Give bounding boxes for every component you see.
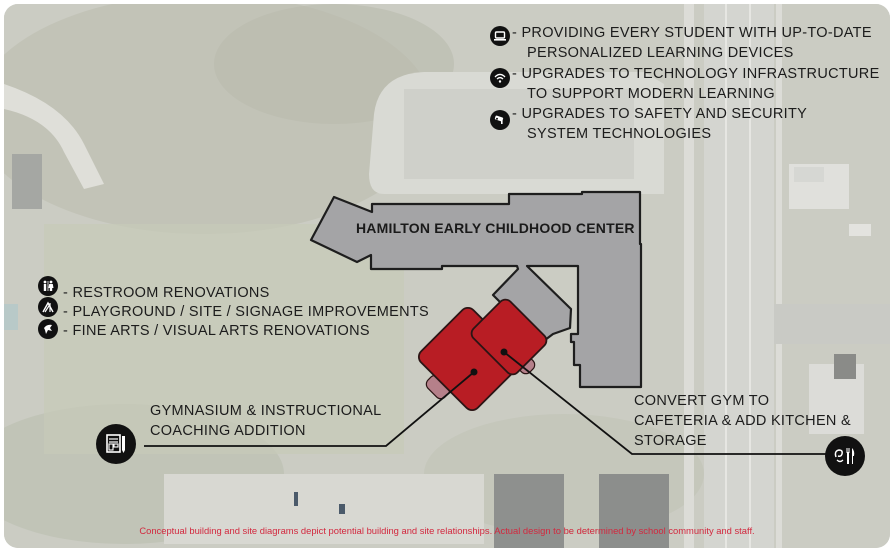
gym-callout-line-1: GYMNASIUM & INSTRUCTIONAL xyxy=(150,403,382,419)
site-item-label: - PLAYGROUND / SITE / SIGNAGE IMPROVEMEN… xyxy=(63,304,430,320)
site-item-label: - FINE ARTS / VISUAL ARTS RENOVATIONS xyxy=(63,323,370,339)
cafeteria-addition xyxy=(470,298,548,376)
tech-item-line-1: - UPGRADES TO SAFETY AND SECURITY xyxy=(512,106,808,122)
site-item-label: - RESTROOM RENOVATIONS xyxy=(63,285,270,301)
kitchen-utensils-icon xyxy=(825,436,865,476)
cafeteria-callout-line-3: STORAGE xyxy=(634,433,707,449)
building-diagram xyxy=(144,190,830,455)
playground-icon xyxy=(38,297,58,317)
cafeteria-callout-line-2: CAFETERIA & ADD KITCHEN & xyxy=(634,413,851,429)
restroom-icon xyxy=(38,276,58,296)
site-map: HAMILTON EARLY CHILDHOOD CENTER - PROVID… xyxy=(4,4,890,548)
cafeteria-callout-line-1: CONVERT GYM TO xyxy=(634,393,770,409)
tech-item-line-1: - UPGRADES TO TECHNOLOGY INFRASTRUCTURE xyxy=(512,66,880,82)
cafeteria-leader-line xyxy=(503,351,830,455)
floor-plan-pencil-icon xyxy=(96,424,136,464)
gym-leader-line xyxy=(144,371,475,447)
tech-item-line-2: SYSTEM TECHNOLOGIES xyxy=(527,126,712,142)
security-camera-icon xyxy=(490,110,510,130)
tech-item-line-1: - PROVIDING EVERY STUDENT WITH UP-TO-DAT… xyxy=(512,25,872,41)
wifi-icon xyxy=(490,68,510,88)
existing-building xyxy=(309,190,643,389)
gym-callout-line-2: COACHING ADDITION xyxy=(150,423,306,439)
building-name-label: HAMILTON EARLY CHILDHOOD CENTER xyxy=(356,220,635,236)
tech-item-line-2: PERSONALIZED LEARNING DEVICES xyxy=(527,45,794,61)
disclaimer-footer: Conceptual building and site diagrams de… xyxy=(139,525,755,536)
tech-item-line-2: TO SUPPORT MODERN LEARNING xyxy=(527,86,775,102)
aerial-background xyxy=(4,4,890,548)
laptop-icon xyxy=(490,26,510,46)
fine-arts-icon xyxy=(38,319,58,339)
